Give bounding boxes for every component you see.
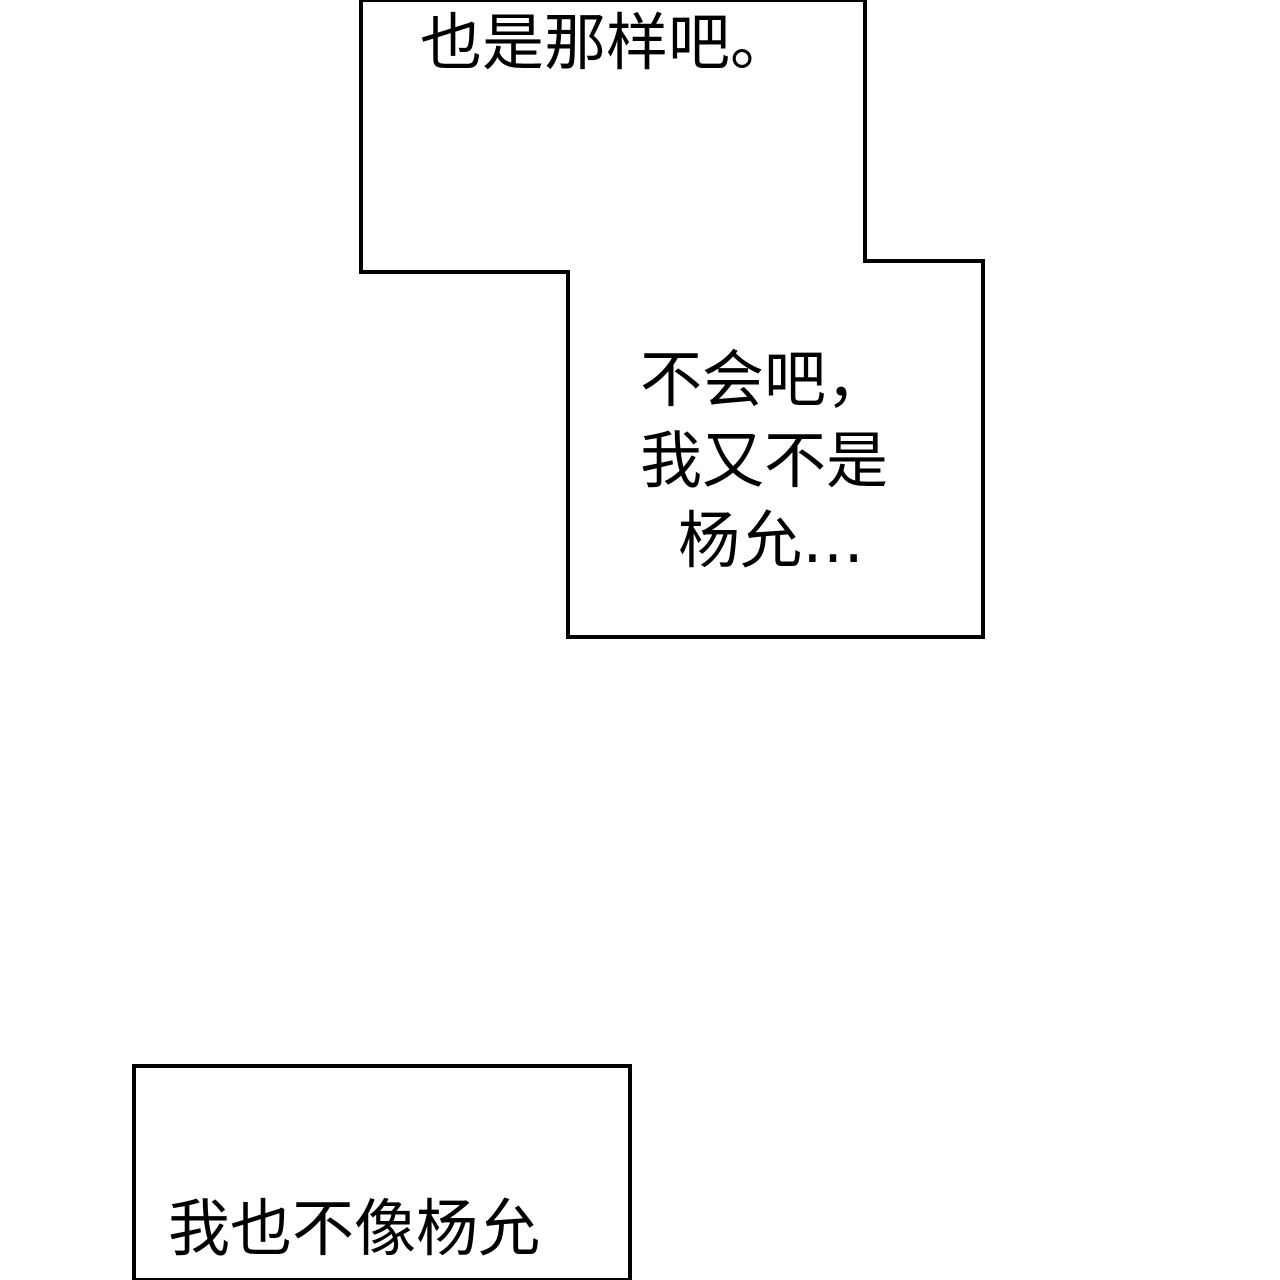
speech-text-3: 我也不像杨允 [168, 1192, 541, 1265]
speech-text-1: 也是那样吧。 [420, 6, 793, 79]
speech-text-2: 不会吧， 我又不是 杨允… [640, 340, 940, 582]
speech-text-2-line-2: 我又不是 [640, 423, 889, 497]
speech-box-bottom [132, 1064, 632, 1280]
speech-text-2-line-1: 不会吧， [640, 343, 889, 416]
speech-text-2-line-3: 杨允… [678, 504, 865, 578]
speech-box-top [359, 0, 985, 639]
